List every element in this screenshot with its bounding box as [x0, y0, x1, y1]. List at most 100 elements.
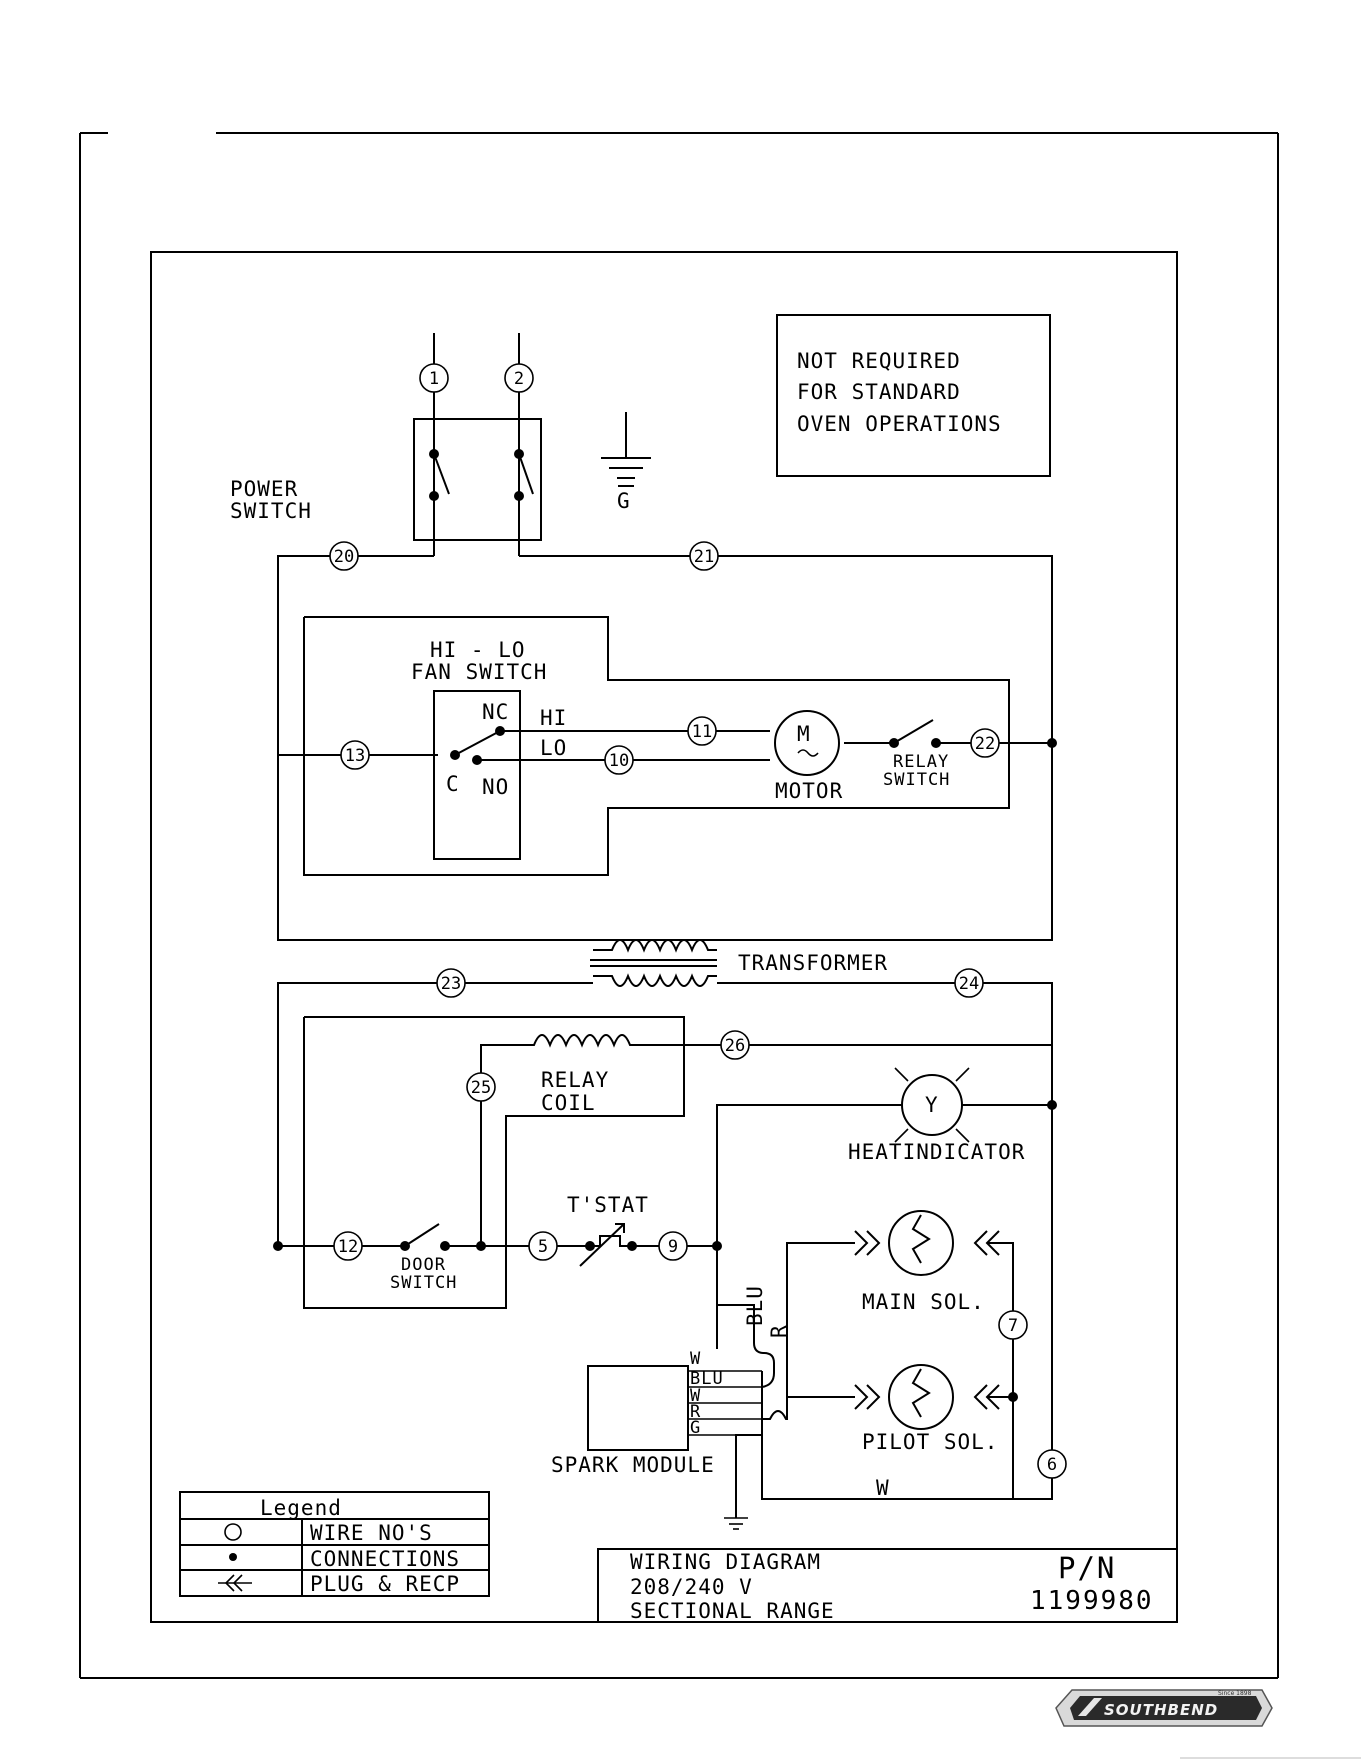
- svg-text:21: 21: [694, 547, 714, 567]
- module-pin-4: R: [690, 1402, 701, 1422]
- svg-text:1: 1: [429, 369, 439, 389]
- wire-number-13: 13: [340, 740, 370, 770]
- svg-text:2: 2: [514, 369, 524, 389]
- svg-text:10: 10: [609, 751, 629, 771]
- power-switch-label-1: POWER: [230, 477, 298, 501]
- wire-number-9: 9: [658, 1231, 688, 1261]
- note-line-2: FOR STANDARD: [797, 380, 961, 404]
- legend-row-2: CONNECTIONS: [310, 1547, 460, 1571]
- main-solenoid: [786, 1210, 1014, 1499]
- main-sol-label: MAIN SOL.: [862, 1290, 985, 1314]
- relay-switch: [889, 719, 941, 748]
- svg-text:26: 26: [725, 1036, 745, 1056]
- power-switch-label-2: SWITCH: [230, 499, 312, 523]
- svg-text:7: 7: [1008, 1316, 1018, 1336]
- relay-coil-label-1: RELAY: [541, 1068, 609, 1092]
- title-line-1: WIRING DIAGRAM: [630, 1550, 821, 1574]
- svg-text:11: 11: [692, 722, 712, 742]
- hi-label: HI: [540, 706, 567, 730]
- lo-label: LO: [540, 736, 567, 760]
- wire-number-7: 7: [998, 1310, 1028, 1340]
- fan-switch-c: C: [446, 772, 460, 796]
- heat-indicator-label: HEATINDICATOR: [848, 1140, 1025, 1164]
- transformer: [590, 939, 717, 987]
- blu-label: BLU: [743, 1285, 767, 1326]
- tstat-label: T'STAT: [567, 1193, 649, 1217]
- legend-plug-symbol: [218, 1574, 252, 1592]
- wire-number-22: 22: [970, 728, 1000, 758]
- wire-number-11: 11: [687, 716, 717, 746]
- legend-connection-symbol: [229, 1553, 237, 1561]
- wire-number-23: 23: [436, 968, 466, 998]
- door-switch-label-2: SWITCH: [390, 1273, 457, 1293]
- lower-circuit-wires: [273, 982, 1057, 1500]
- relay-switch-label-1: RELAY: [893, 752, 949, 772]
- logo-since: Since 1898: [1218, 1690, 1252, 1697]
- logo-brand: SOUTHBEND: [1104, 1701, 1218, 1719]
- relay-coil-enclosure: [303, 1016, 685, 1309]
- part-number-label: P/N: [1058, 1551, 1116, 1585]
- title-block: WIRING DIAGRAM 208/240 V SECTIONAL RANGE…: [597, 1548, 1177, 1623]
- heat-indicator: Y: [894, 1067, 970, 1143]
- legend-row-1: WIRE NO'S: [310, 1521, 433, 1545]
- fan-switch-enclosure: [303, 616, 1010, 876]
- svg-text:9: 9: [668, 1237, 678, 1257]
- ground-symbol: G: [601, 412, 651, 513]
- indicator-symbol: Y: [925, 1093, 939, 1117]
- module-pin-1: W: [690, 1349, 701, 1369]
- title-line-3: SECTIONAL RANGE: [630, 1599, 835, 1623]
- r-label: R: [767, 1324, 791, 1338]
- module-pin-2: BLU: [690, 1369, 724, 1389]
- svg-text:5: 5: [538, 1237, 548, 1257]
- legend: Legend WIRE NO'S CONNECTIONS PLUG & RECP: [179, 1491, 490, 1597]
- pilot-sol-label: PILOT SOL.: [862, 1430, 998, 1454]
- part-number-value: 1199980: [1030, 1586, 1154, 1616]
- wire-number-21: 21: [689, 541, 719, 571]
- note-box: NOT REQUIRED FOR STANDARD OVEN OPERATION…: [776, 314, 1051, 477]
- svg-text:6: 6: [1047, 1455, 1057, 1475]
- wire-number-6: 6: [1037, 1449, 1067, 1479]
- module-pin-3: W: [690, 1386, 701, 1406]
- module-pin-5: G: [690, 1418, 701, 1438]
- door-switch: [400, 1223, 450, 1251]
- spark-module-label: SPARK MODULE: [551, 1453, 715, 1477]
- wire-number-26: 26: [720, 1030, 750, 1060]
- door-switch-label-1: DOOR: [401, 1255, 446, 1275]
- spark-module: [587, 1304, 1010, 1530]
- svg-text:22: 22: [975, 734, 995, 754]
- wire-number-10: 10: [604, 745, 634, 775]
- relay-switch-label-2: SWITCH: [883, 770, 950, 790]
- svg-text:25: 25: [471, 1078, 491, 1098]
- motor-label: MOTOR: [775, 779, 843, 803]
- fan-switch-label-2: FAN SWITCH: [411, 660, 547, 684]
- wire-number-2: 2: [504, 363, 534, 393]
- motor-symbol: M: [797, 722, 811, 746]
- power-switch: [413, 333, 542, 556]
- note-line-1: NOT REQUIRED: [797, 349, 961, 373]
- svg-text:20: 20: [334, 547, 354, 567]
- legend-row-3: PLUG & RECP: [310, 1572, 460, 1596]
- relay-coil-label-2: COIL: [541, 1091, 596, 1115]
- wire-number-1: 1: [419, 363, 449, 393]
- fan-switch-label-1: HI - LO: [430, 638, 526, 662]
- pilot-solenoid: [787, 1364, 1018, 1430]
- svg-text:23: 23: [441, 974, 461, 994]
- title-line-2: 208/240 V: [630, 1575, 753, 1599]
- fan-switch-nc: NC: [482, 700, 509, 724]
- w-bottom-label: W: [876, 1476, 890, 1500]
- southbend-logo: SOUTHBEND Since 1898: [1055, 1689, 1273, 1727]
- page-frame: [79, 132, 1279, 1679]
- wire-number-12: 12: [333, 1231, 363, 1261]
- legend-wire-symbol: [224, 1523, 242, 1541]
- motor: M: [774, 710, 840, 776]
- upper-circuit-wires: [277, 555, 1057, 941]
- diagram-border: [150, 251, 1178, 1623]
- wire-number-25: 25: [466, 1072, 496, 1102]
- thermostat: [579, 1223, 637, 1267]
- ground-label: G: [617, 489, 631, 513]
- wire-number-24: 24: [954, 968, 984, 998]
- svg-text:13: 13: [345, 746, 365, 766]
- fan-switch-no: NO: [482, 775, 509, 799]
- transformer-label: TRANSFORMER: [738, 951, 888, 975]
